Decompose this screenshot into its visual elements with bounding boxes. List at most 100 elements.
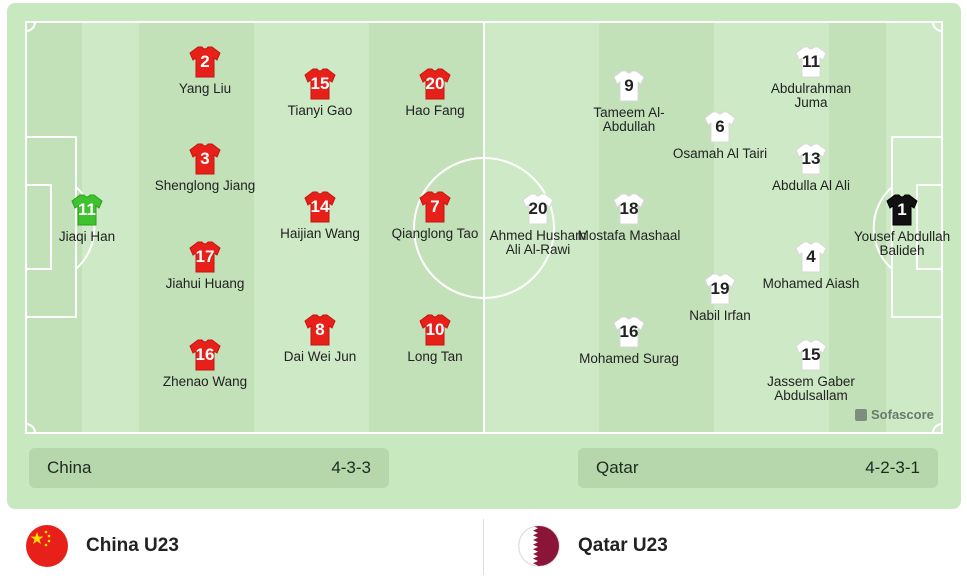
home-formation-bar: China 4-3-3 bbox=[29, 448, 389, 488]
player-name: Abdulla Al Ali bbox=[771, 178, 851, 193]
jersey-icon: 13 bbox=[793, 141, 829, 177]
jersey-icon: 1 bbox=[884, 192, 920, 228]
china-flag-icon bbox=[26, 525, 68, 567]
home-formation-team: China bbox=[47, 458, 92, 477]
player-name: Zhenao Wang bbox=[162, 374, 248, 389]
jersey-icon: 3 bbox=[187, 141, 223, 177]
jersey-icon: 6 bbox=[702, 109, 738, 145]
player-number: 2 bbox=[200, 52, 210, 71]
player-number: 13 bbox=[801, 149, 821, 168]
qatar-flag-icon bbox=[518, 525, 560, 567]
player-name: Jiaqi Han bbox=[58, 229, 116, 244]
player-name: Nabil Irfan bbox=[689, 308, 751, 323]
jersey-icon: 11 bbox=[793, 44, 829, 80]
player-name: Haijian Wang bbox=[280, 226, 360, 241]
player-number: 11 bbox=[802, 52, 820, 71]
player-name: Abdulrahman Juma bbox=[770, 81, 852, 110]
jersey-icon: 18 bbox=[611, 191, 647, 227]
player-number: 20 bbox=[528, 199, 548, 218]
player-number: 1 bbox=[897, 200, 907, 219]
jersey-icon: 7 bbox=[417, 189, 453, 225]
player-name: Mostafa Mashaal bbox=[577, 228, 681, 243]
player-number: 11 bbox=[78, 200, 96, 219]
player-number: 8 bbox=[315, 320, 325, 339]
team-selector: China U23 Qatar U23 bbox=[0, 513, 967, 579]
player-name: Osamah Al Tairi bbox=[672, 146, 768, 161]
player-number: 16 bbox=[619, 322, 639, 341]
away-formation-team: Qatar bbox=[596, 458, 639, 477]
player-number: 15 bbox=[310, 74, 330, 93]
player-name: Tianyi Gao bbox=[287, 103, 353, 118]
sofascore-watermark: Sofascore bbox=[855, 407, 934, 422]
player-name: Mohamed Surag bbox=[579, 351, 679, 366]
player-number: 20 bbox=[425, 74, 445, 93]
home-formation-value: 4-3-3 bbox=[331, 458, 371, 477]
jersey-icon: 9 bbox=[611, 68, 647, 104]
away-formation-value: 4-2-3-1 bbox=[865, 458, 920, 477]
player-name: Jiahui Huang bbox=[165, 276, 245, 291]
away-team-name: Qatar U23 bbox=[578, 535, 668, 556]
player-name: Qianglong Tao bbox=[391, 226, 479, 241]
player-number: 7 bbox=[430, 197, 440, 216]
jersey-icon: 16 bbox=[611, 314, 647, 350]
jersey-icon: 2 bbox=[187, 44, 223, 80]
jersey-icon: 16 bbox=[187, 337, 223, 373]
player-name: Long Tan bbox=[407, 349, 463, 364]
jersey-icon: 20 bbox=[520, 191, 556, 227]
player-name: Shenglong Jiang bbox=[154, 178, 256, 193]
sofascore-logo-icon bbox=[855, 408, 867, 421]
jersey-icon: 17 bbox=[187, 239, 223, 275]
player-name: Jassem Gaber Abdulsallam bbox=[767, 374, 855, 403]
player-number: 19 bbox=[710, 279, 730, 298]
watermark-text: Sofascore bbox=[871, 407, 934, 422]
player-name: Tameem Al-Abdullah bbox=[593, 105, 665, 134]
player-number: 3 bbox=[200, 149, 210, 168]
pitch-markings bbox=[25, 21, 943, 434]
player-number: 10 bbox=[425, 320, 445, 339]
player-name: Yang Liu bbox=[178, 81, 232, 96]
player-number: 16 bbox=[195, 345, 215, 364]
player-number: 9 bbox=[624, 76, 634, 95]
jersey-icon: 4 bbox=[793, 239, 829, 275]
player-number: 15 bbox=[801, 345, 821, 364]
jersey-icon: 8 bbox=[302, 312, 338, 348]
player-name: Yousef Abdullah Balideh bbox=[853, 229, 951, 258]
jersey-icon: 19 bbox=[702, 271, 738, 307]
player-number: 4 bbox=[806, 247, 816, 266]
jersey-icon: 14 bbox=[302, 189, 338, 225]
player-number: 6 bbox=[715, 117, 725, 136]
away-team-tab[interactable]: Qatar U23 bbox=[518, 513, 668, 579]
player-name: Ahmed Husham Ali Al-Rawi bbox=[489, 228, 587, 257]
team-divider bbox=[483, 519, 484, 575]
jersey-icon: 20 bbox=[417, 66, 453, 102]
jersey-icon: 10 bbox=[417, 312, 453, 348]
player-name: Mohamed Aiash bbox=[762, 276, 860, 291]
jersey-icon: 15 bbox=[793, 337, 829, 373]
home-team-tab[interactable]: China U23 bbox=[26, 513, 179, 579]
